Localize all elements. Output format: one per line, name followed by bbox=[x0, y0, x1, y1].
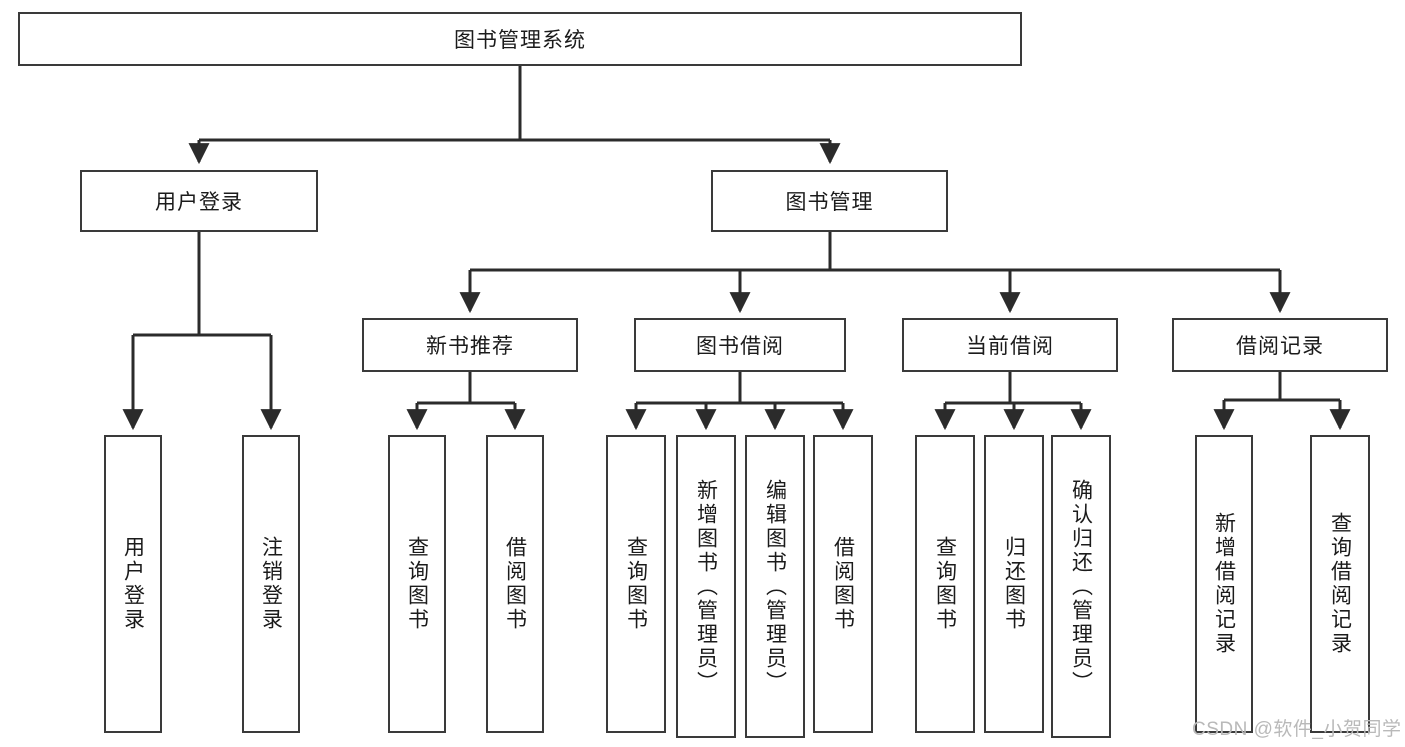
node-current-borrow[interactable]: 当前借阅 bbox=[902, 318, 1118, 372]
node-leaf-logout[interactable]: 注销登录 bbox=[242, 435, 300, 733]
node-root[interactable]: 图书管理系统 bbox=[18, 12, 1022, 66]
node-book-manage[interactable]: 图书管理 bbox=[711, 170, 948, 232]
node-new-book-recommend[interactable]: 新书推荐 bbox=[362, 318, 578, 372]
node-leaf-query-book-2[interactable]: 查询图书 bbox=[606, 435, 666, 733]
node-leaf-query-record[interactable]: 查询借阅记录 bbox=[1310, 435, 1370, 733]
csdn-watermark: CSDN @软件_小贺同学 bbox=[1192, 719, 1402, 740]
node-leaf-confirm-return[interactable]: 确认归还（管理员） bbox=[1051, 435, 1111, 738]
node-leaf-borrow-book-2[interactable]: 借阅图书 bbox=[813, 435, 873, 733]
node-leaf-add-record[interactable]: 新增借阅记录 bbox=[1195, 435, 1253, 733]
node-leaf-add-book[interactable]: 新增图书（管理员） bbox=[676, 435, 736, 738]
node-user-login[interactable]: 用户登录 bbox=[80, 170, 318, 232]
node-leaf-user-login[interactable]: 用户登录 bbox=[104, 435, 162, 733]
node-borrow-record[interactable]: 借阅记录 bbox=[1172, 318, 1388, 372]
node-book-borrow[interactable]: 图书借阅 bbox=[634, 318, 846, 372]
node-leaf-query-book-1[interactable]: 查询图书 bbox=[388, 435, 446, 733]
node-leaf-borrow-book-1[interactable]: 借阅图书 bbox=[486, 435, 544, 733]
node-leaf-edit-book[interactable]: 编辑图书（管理员） bbox=[745, 435, 805, 738]
node-leaf-return-book[interactable]: 归还图书 bbox=[984, 435, 1044, 733]
node-leaf-query-book-3[interactable]: 查询图书 bbox=[915, 435, 975, 733]
